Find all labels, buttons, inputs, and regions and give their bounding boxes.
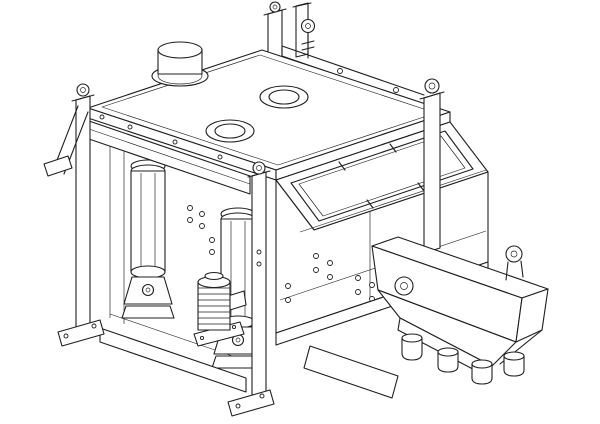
lifting-eyebolt bbox=[76, 83, 90, 97]
body-seam bbox=[299, 169, 487, 233]
drive-column-left bbox=[121, 159, 175, 319]
mounting-foot bbox=[471, 359, 493, 385]
panel-bolt bbox=[313, 267, 319, 273]
left-post bbox=[57, 83, 105, 347]
mounting-foot bbox=[503, 351, 525, 377]
panel-bolt bbox=[209, 237, 215, 243]
lifting-eyebolt bbox=[269, 1, 281, 13]
beam-eyebolt bbox=[300, 18, 316, 59]
support-frame bbox=[43, 83, 275, 417]
lid-bolt bbox=[99, 114, 105, 120]
column-flange bbox=[130, 265, 166, 279]
motor-cap bbox=[204, 271, 224, 281]
panel-bolt bbox=[187, 205, 193, 211]
lid-bolt bbox=[217, 154, 223, 160]
inlet-spout bbox=[151, 41, 209, 87]
front-right-post bbox=[419, 78, 445, 254]
panel-bolt bbox=[355, 289, 361, 295]
lid-bolt bbox=[127, 124, 133, 130]
inspection-port-right bbox=[259, 85, 309, 109]
column-base bbox=[121, 305, 175, 319]
brace-foot bbox=[43, 155, 73, 177]
mounting-foot bbox=[401, 333, 423, 361]
column-body bbox=[130, 170, 166, 273]
panel-bolt bbox=[327, 274, 333, 280]
lifting-lug bbox=[394, 276, 414, 296]
panel-bolt bbox=[327, 260, 333, 266]
panel-bolt bbox=[199, 211, 205, 217]
diagonal-brace bbox=[43, 105, 89, 177]
base-plate bbox=[227, 389, 275, 417]
beam-bolt bbox=[337, 68, 343, 74]
panel-bolt bbox=[355, 275, 361, 281]
discharge-hopper bbox=[371, 236, 549, 385]
inspection-port-left bbox=[205, 119, 255, 143]
discharge-chute bbox=[303, 345, 399, 399]
electric-motor bbox=[193, 271, 247, 347]
mounting-foot bbox=[437, 347, 459, 373]
bottom-rail bbox=[99, 327, 247, 393]
lifting-eyebolt bbox=[424, 78, 440, 94]
panel-bolt bbox=[313, 253, 319, 259]
spout-opening bbox=[157, 41, 203, 59]
panel-bolt bbox=[199, 223, 205, 229]
lid-bolt bbox=[172, 139, 178, 145]
door-inner-frame bbox=[298, 135, 466, 217]
lifting-eyebolt bbox=[252, 161, 266, 175]
lifting-lug bbox=[505, 245, 524, 281]
panel-bolt bbox=[369, 282, 375, 288]
front-post bbox=[227, 161, 275, 417]
beam-bolt bbox=[393, 87, 399, 93]
door-clamps bbox=[338, 143, 425, 209]
panel-bolt bbox=[285, 283, 291, 289]
panel-bolt bbox=[187, 217, 193, 223]
panel-bolt bbox=[285, 297, 291, 303]
panel-bolt bbox=[209, 249, 215, 255]
